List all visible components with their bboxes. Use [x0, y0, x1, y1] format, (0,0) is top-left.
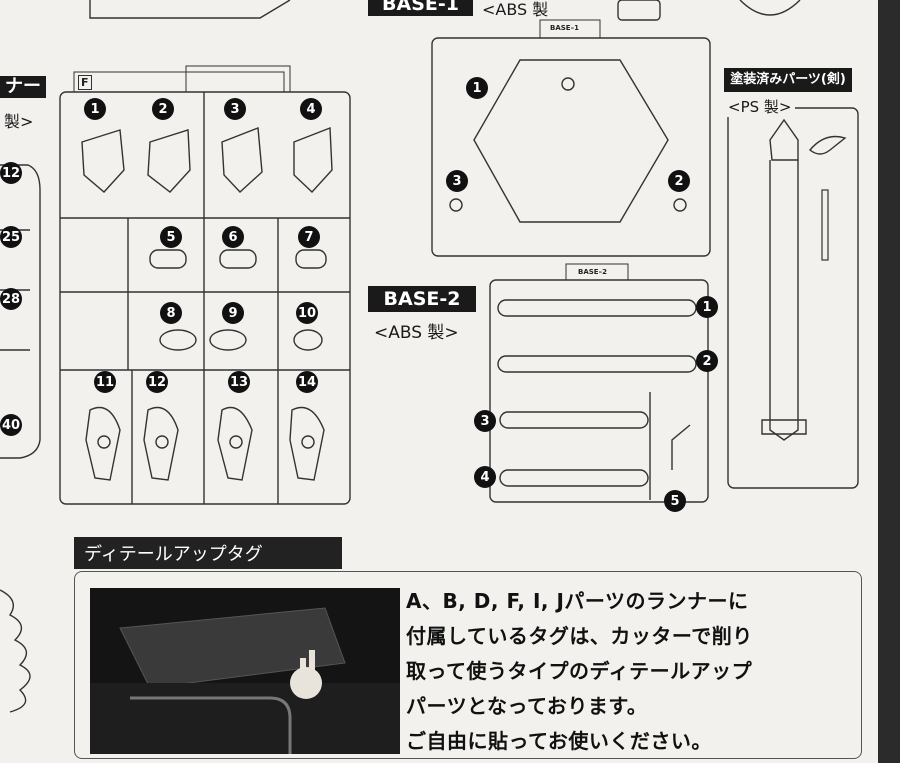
f-part-14: 14: [296, 371, 318, 393]
base2-part-4: 4: [474, 466, 496, 488]
f-part-2: 2: [152, 98, 174, 120]
left-partial-header: ナー: [0, 76, 46, 98]
detail-tag-text: A、B, D, F, I, Jパーツのランナーに 付属しているタグは、カッターで…: [406, 584, 856, 759]
detail-line-3: 取って使うタイプのディテールアップ: [406, 659, 753, 683]
detail-line-1: A、B, D, F, I, Jパーツのランナーに: [406, 589, 749, 613]
f-part-7: 7: [298, 226, 320, 248]
f-part-5: 5: [160, 226, 182, 248]
runner-f-letter: F: [78, 75, 92, 90]
page-edge: [878, 0, 900, 763]
base2-header: BASE-2: [368, 286, 476, 312]
base1-part-1: 1: [466, 77, 488, 99]
base2-runner-tag: BASE–2: [578, 268, 607, 276]
base1-part-2: 2: [668, 170, 690, 192]
f-part-12: 12: [146, 371, 168, 393]
left-partial-material: 製>: [4, 112, 34, 131]
f-part-1: 1: [84, 98, 106, 120]
detail-line-2: 付属しているタグは、カッターで削り: [406, 624, 753, 648]
tag-photo-art: [90, 607, 400, 754]
f-part-3: 3: [224, 98, 246, 120]
base2-material: <ABS 製>: [374, 323, 459, 343]
painted-header: 塗装済みパーツ(剣): [724, 68, 852, 92]
f-part-6: 6: [222, 226, 244, 248]
base2-part-1: 1: [696, 296, 718, 318]
f-part-8: 8: [160, 302, 182, 324]
f-part-13: 13: [228, 371, 250, 393]
base2-part-5: 5: [664, 490, 686, 512]
f-part-4: 4: [300, 98, 322, 120]
detail-line-4: パーツとなっております。: [406, 694, 648, 718]
detail-tag-photo: [90, 588, 400, 754]
base2-part-3: 3: [474, 410, 496, 432]
painted-material: <PS 製>: [724, 96, 796, 117]
base1-material: <ABS 製: [482, 0, 549, 19]
base1-part-3: 3: [446, 170, 468, 192]
f-part-9: 9: [222, 302, 244, 324]
f-part-11: 11: [94, 371, 116, 393]
f-part-10: 10: [296, 302, 318, 324]
left-part-28: 28: [0, 288, 22, 310]
detail-tag-box: [74, 571, 862, 759]
detail-line-5: ご自由に貼ってお使いください。: [406, 729, 712, 753]
base1-header: BASE-1: [368, 0, 473, 16]
base1-runner-tag: BASE–1: [550, 24, 579, 32]
detail-tag-title: ディテールアップタグ: [74, 537, 342, 569]
base2-part-2: 2: [696, 350, 718, 372]
left-part-40: 40: [0, 414, 22, 436]
left-part-25: 25: [0, 226, 22, 248]
left-part-12: 12: [0, 162, 22, 184]
